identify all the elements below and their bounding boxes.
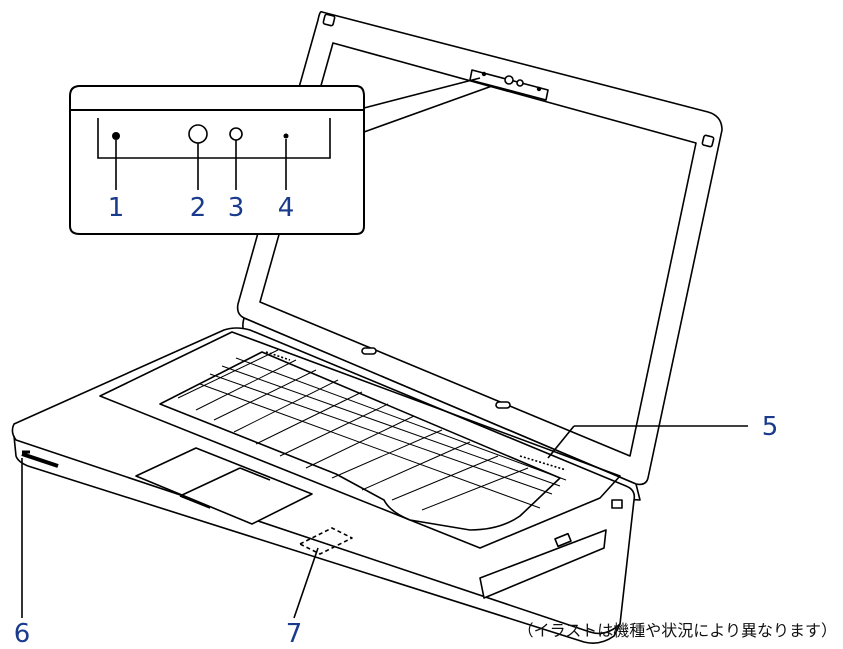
mic-left — [112, 132, 120, 140]
camera-lens-small — [504, 75, 514, 85]
webcam-lens — [188, 124, 208, 144]
touchpad-divider — [179, 467, 241, 497]
leader-line-5 — [547, 425, 575, 459]
touchpad-buttons — [179, 467, 271, 509]
optical-drive — [479, 529, 607, 599]
keyboard-keys — [177, 349, 567, 511]
touchpad — [135, 447, 313, 525]
camera-lens-small — [516, 79, 524, 87]
callout-number-7: 7 — [286, 619, 303, 645]
callout-number-1: 1 — [108, 193, 125, 223]
callout-box — [69, 85, 365, 235]
speaker-grille — [519, 455, 567, 471]
callout-pointer — [363, 77, 493, 133]
card-slot — [21, 452, 59, 468]
mic-right — [283, 133, 289, 139]
fingerprint-sensor — [299, 527, 353, 555]
speaker-grille — [265, 351, 291, 361]
indicator-button — [361, 347, 377, 355]
callout-number-6: 6 — [14, 619, 31, 645]
callout-number-5: 5 — [762, 412, 779, 442]
drive-button — [554, 532, 572, 548]
usb-port — [611, 499, 623, 509]
deck-inset — [99, 331, 621, 549]
ir-camera — [229, 127, 243, 141]
leader-line-7 — [293, 547, 319, 619]
bumper — [701, 134, 715, 148]
bumper — [322, 13, 336, 27]
callout-camera-strip — [97, 118, 331, 159]
indicator-button — [495, 401, 511, 409]
keyboard — [159, 351, 561, 531]
illustration-caption: （イラストは機種や状況により異なります） — [517, 621, 837, 640]
camera-dot — [481, 71, 487, 77]
callout-number-3: 3 — [228, 193, 245, 223]
base-front-edge — [13, 435, 621, 644]
camera-dot — [536, 86, 542, 92]
callout-number-4: 4 — [278, 193, 295, 223]
callout-number-2: 2 — [190, 193, 207, 223]
